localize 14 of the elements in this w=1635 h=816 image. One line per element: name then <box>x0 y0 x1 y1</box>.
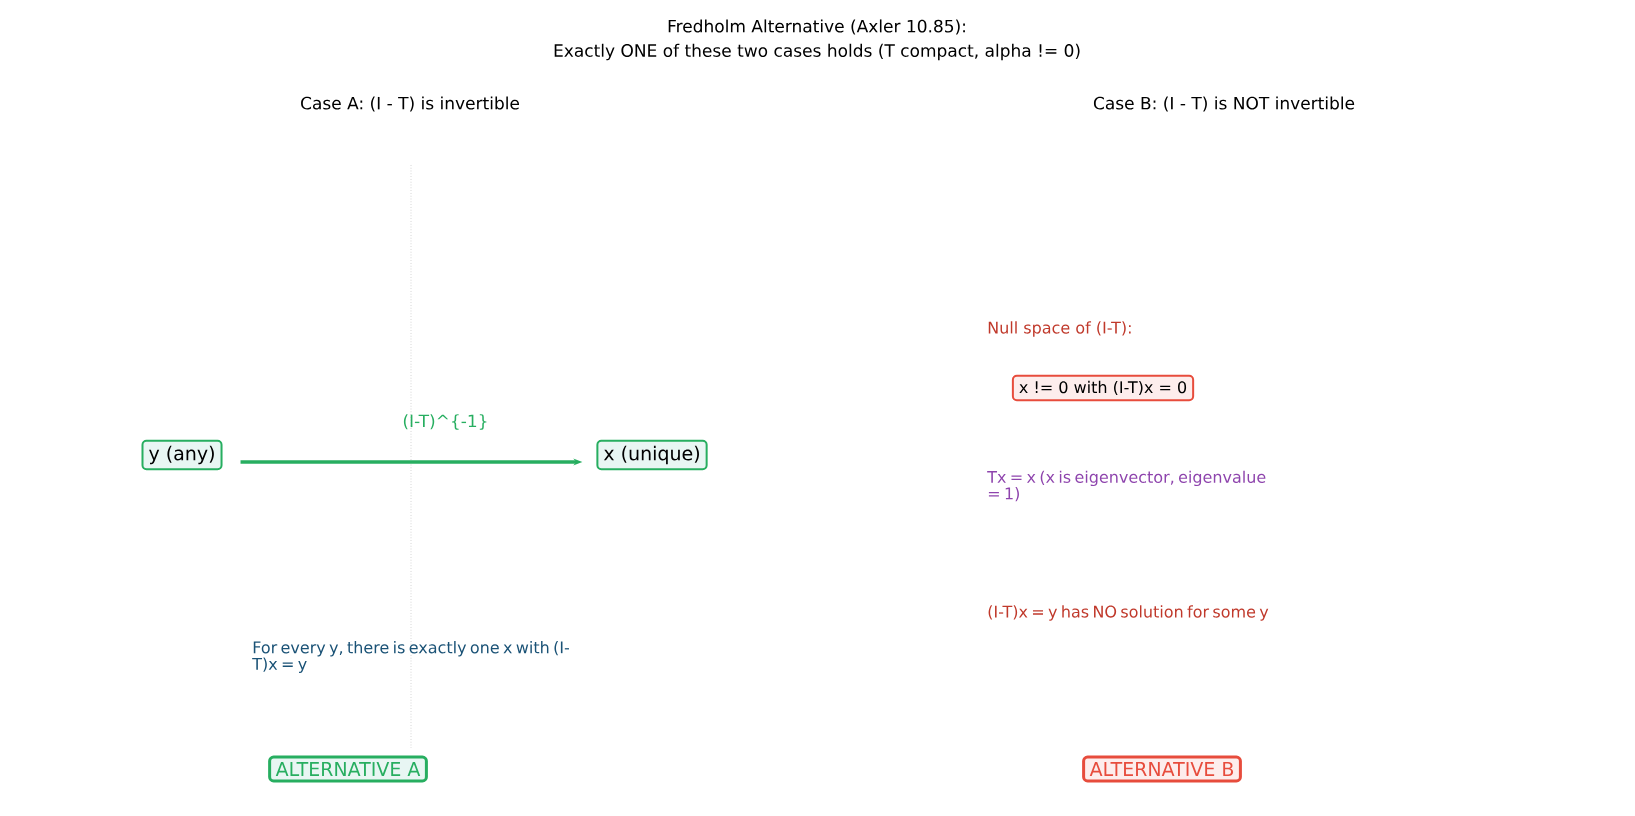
note: For every y, there is exactly one x with (I-T)x = y <box>252 641 570 673</box>
equation-box: x != 0 with (I-T)x = 0 <box>1011 374 1195 402</box>
value-box: x (unique) <box>596 439 708 471</box>
subtitle: Exactly ONE of these two cases holds (T compact, alpha != 0) <box>554 43 1080 61</box>
alternative-box: ALTERNATIVE B <box>1082 755 1242 783</box>
heading: Case A: (I - T) is invertible <box>301 96 519 112</box>
title: Fredholm Alternative (Axler 10.85): <box>668 19 965 35</box>
note: (I-T)x = y has NO solution for some y <box>988 605 1269 621</box>
edge-label: (I-T)^{-1} <box>403 414 487 430</box>
value-box: y (any) <box>141 439 223 471</box>
alternative-box: ALTERNATIVE A <box>268 755 428 783</box>
heading: Case B: (I - T) is NOT invertible <box>1093 96 1355 112</box>
note: Tx = x (x is eigenvector, eigenvalue = 1) <box>987 470 1266 502</box>
note: Null space of (I-T): <box>988 321 1131 337</box>
